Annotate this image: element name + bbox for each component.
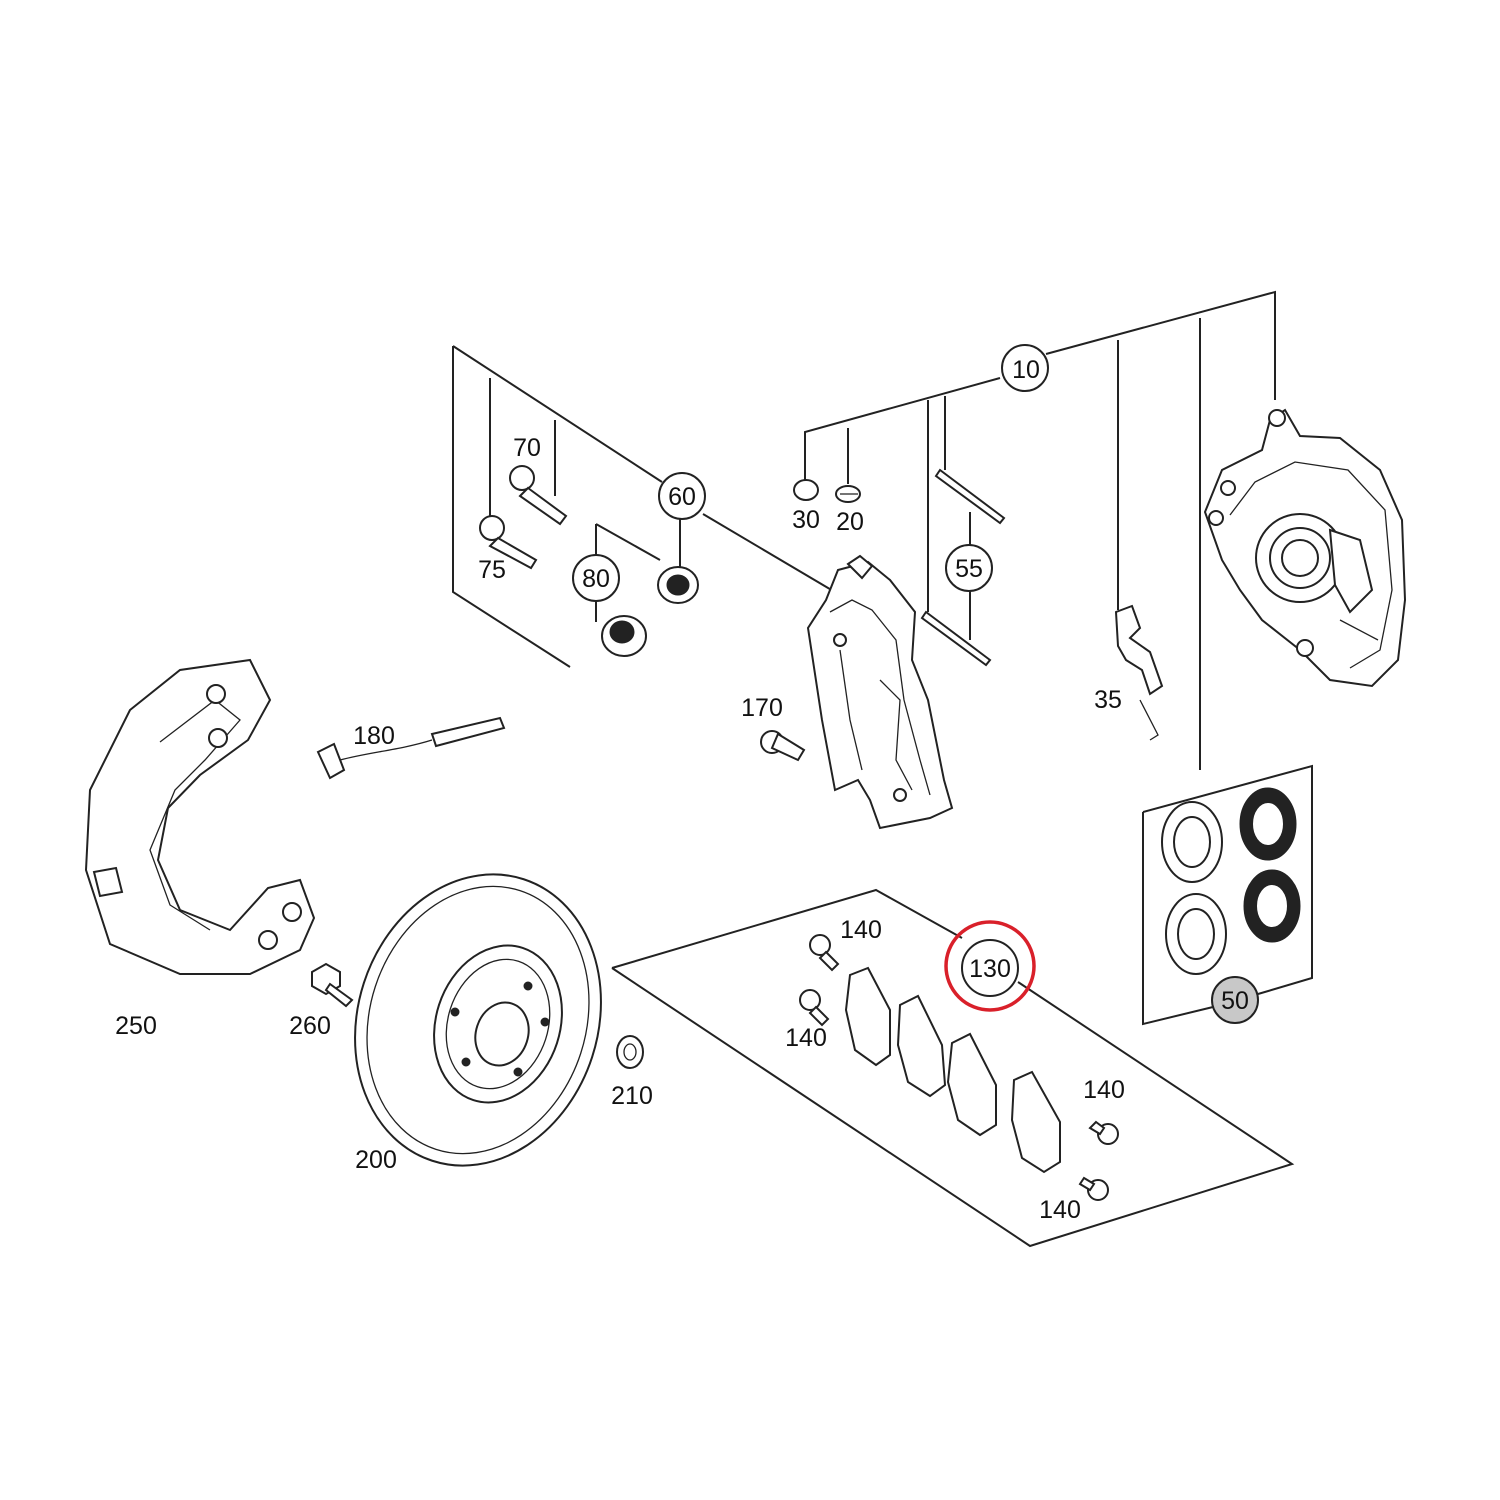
highlight-circle bbox=[944, 920, 1036, 1012]
bushing-60 bbox=[657, 566, 699, 604]
callout-210: 210 bbox=[611, 1082, 653, 1110]
dust-cap-30 bbox=[793, 479, 819, 501]
seal-kit-50 bbox=[1161, 787, 1301, 975]
callout-70: 70 bbox=[513, 434, 541, 462]
callout-30: 30 bbox=[792, 506, 820, 534]
wear-sensor-180 bbox=[316, 716, 506, 780]
brake-disc-200 bbox=[354, 873, 602, 1167]
guide-pins-55 bbox=[920, 468, 1006, 667]
guide-bolt-75 bbox=[479, 515, 538, 570]
pad-bolts-140 bbox=[799, 934, 1119, 1201]
anti-rattle-clip-35 bbox=[1114, 604, 1164, 741]
screw-210 bbox=[616, 1035, 644, 1069]
leader-lines bbox=[452, 290, 1313, 1248]
callout-10: 10 bbox=[1012, 356, 1040, 384]
callout-35: 35 bbox=[1094, 686, 1122, 714]
callout-80: 80 bbox=[582, 565, 610, 593]
callout-140-d: 140 bbox=[1039, 1196, 1081, 1224]
dust-shield-250 bbox=[84, 658, 316, 975]
brake-pad-set-130 bbox=[844, 966, 1061, 1174]
callout-140-b: 140 bbox=[785, 1024, 827, 1052]
callout-170: 170 bbox=[741, 694, 783, 722]
callout-250: 250 bbox=[115, 1012, 157, 1040]
callout-140-a: 140 bbox=[840, 916, 882, 944]
callout-labels: 10 60 55 80 50 130 70 75 30 20 35 170 18… bbox=[115, 356, 1249, 1224]
callout-60: 60 bbox=[668, 483, 696, 511]
caliper-carrier-bracket bbox=[806, 554, 954, 830]
callout-20: 20 bbox=[836, 508, 864, 536]
callout-180: 180 bbox=[353, 722, 395, 750]
screw-260 bbox=[311, 962, 354, 1008]
bolt-170 bbox=[760, 730, 806, 762]
brake-caliper-housing bbox=[1203, 408, 1407, 688]
callout-260: 260 bbox=[289, 1012, 331, 1040]
callout-140-c: 140 bbox=[1083, 1076, 1125, 1104]
callout-50: 50 bbox=[1221, 987, 1249, 1015]
guide-bolt-70 bbox=[509, 465, 568, 526]
callout-130: 130 bbox=[969, 955, 1011, 983]
bleed-screw-20 bbox=[835, 485, 861, 503]
bushing-80 bbox=[601, 615, 647, 657]
callout-200: 200 bbox=[355, 1146, 397, 1174]
callout-75: 75 bbox=[478, 556, 506, 584]
callout-circles bbox=[572, 344, 1259, 1024]
callout-55: 55 bbox=[955, 555, 983, 583]
